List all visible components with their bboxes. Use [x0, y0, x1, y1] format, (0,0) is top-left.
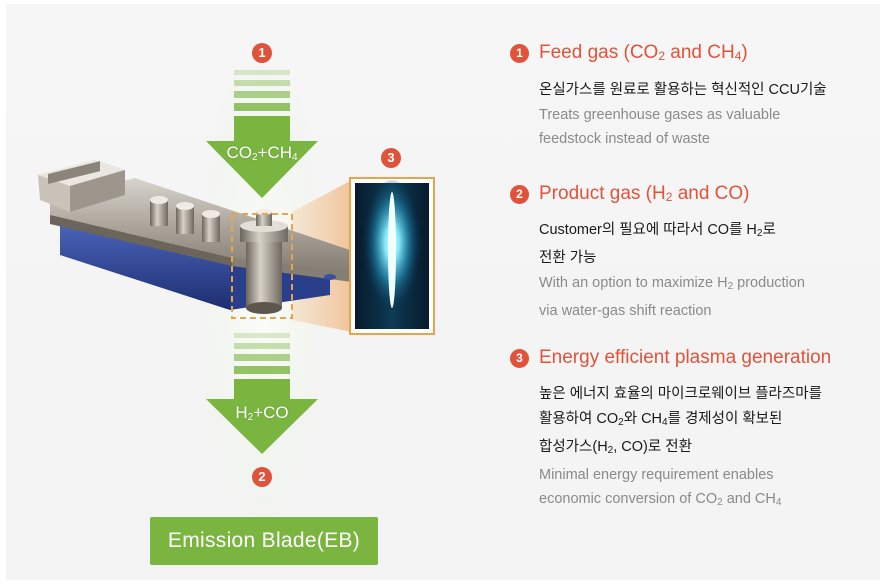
fittings [150, 196, 220, 242]
section-title: Energy efficient plasma generation [539, 347, 832, 368]
section-number: 2 [510, 184, 529, 204]
korean-description: 높은 에너지 효율의 마이크로웨이브 플라즈마를 활용하여 CO2와 CH4를 … [539, 386, 822, 456]
marker-1-top: 1 [252, 43, 272, 63]
feed-gas-arrow-label: CO2+CH4 [226, 143, 298, 163]
korean-description: Customer의 필요에 따라서 CO를 H2로 전환 가능 [539, 222, 776, 266]
arrow-feed-gas [206, 70, 318, 198]
section-plasma-generation: 3 Energy efficient plasma generation 높은 … [510, 345, 870, 515]
section-feed-gas: 1 Feed gas (CO2 and CH4) 온실가스를 원료로 활용하는 … [510, 40, 870, 151]
section-number: 1 [510, 43, 529, 63]
arrow-product-gas [206, 333, 318, 454]
marker-3-plasma: 3 [381, 148, 401, 168]
section-product-gas: 2 Product gas (H2 and CO) Customer의 필요에 … [510, 181, 870, 323]
english-description: Treats greenhouse gases as valuable feed… [539, 107, 781, 147]
section-title: Feed gas (CO2 and CH4) [539, 42, 748, 63]
reactor-highlight-box [231, 213, 293, 319]
marker-2-bottom: 2 [252, 467, 272, 487]
reactor [240, 209, 288, 314]
product-gas-arrow-label: H2+CO [235, 403, 289, 423]
english-description: Minimal energy requirement enables econo… [539, 467, 782, 508]
content-panel [6, 4, 880, 580]
korean-description: 온실가스를 원료로 활용하는 혁신적인 CCU기술 [539, 82, 827, 98]
clamp-assembly [38, 160, 125, 212]
section-number: 3 [510, 348, 529, 368]
section-title: Product gas (H2 and CO) [539, 183, 750, 204]
machine-base [60, 225, 230, 310]
emission-blade-button[interactable]: Emission Blade(EB) [150, 517, 378, 565]
english-description: With an option to maximize H2 production… [539, 275, 805, 319]
